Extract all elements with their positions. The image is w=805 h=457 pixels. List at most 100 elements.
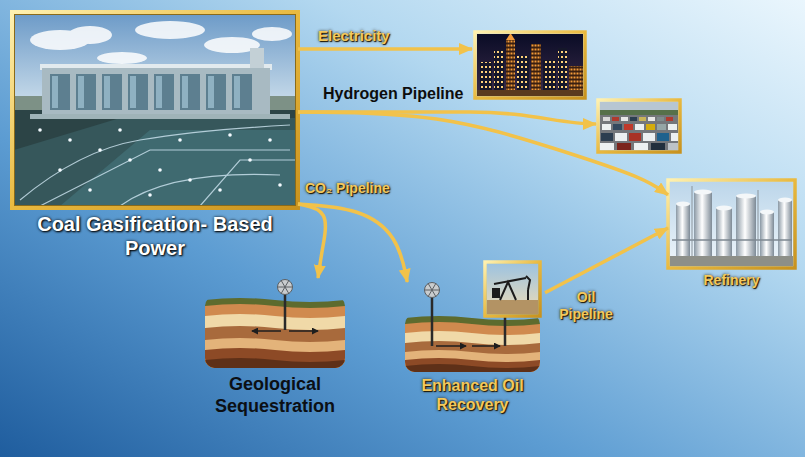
city-picture-part (480, 62, 492, 92)
rock-layers-part (405, 341, 540, 372)
traffic-picture-part (600, 102, 678, 114)
city-picture-part (494, 50, 504, 92)
refinery-picture-part (670, 182, 793, 266)
injection-well-part (425, 283, 440, 298)
traffic-picture-part (635, 124, 644, 130)
traffic-picture-part (621, 117, 628, 121)
rock-layers-part (205, 358, 345, 368)
power-plant-picture-part (250, 48, 264, 68)
traffic-picture-part (624, 124, 633, 130)
node-label: Enhanced Oil Recovery (398, 376, 548, 414)
power-plant-picture-part-part (130, 76, 136, 108)
power-plant-picture-part (38, 128, 282, 197)
injection-well-part-part (252, 330, 281, 332)
power-plant-picture-part-part (206, 74, 226, 110)
rock-layers-part (205, 304, 345, 368)
node-label: Refinery (668, 272, 795, 289)
picture-frame (400, 282, 545, 372)
injection-well-part (425, 284, 440, 297)
rock-layers-part (205, 314, 345, 368)
refinery-picture-part (760, 212, 774, 258)
traffic-picture-part (612, 117, 619, 121)
rock-layers-part (405, 350, 540, 372)
power-plant-picture-part-part (118, 128, 122, 132)
injection-well-part-part (428, 284, 436, 297)
injection-well-part-part (281, 281, 289, 294)
oil-recovery-node: Enhanced Oil Recovery (400, 282, 545, 414)
pumpjack-picture-part-part (526, 276, 530, 290)
power-plant-picture-part (50, 74, 252, 110)
electricity-arrow (298, 47, 472, 51)
power-plant-picture-part (60, 130, 296, 206)
pumpjack-picture-part (487, 300, 538, 314)
rock-layers-part (205, 338, 345, 368)
injection-well-part (278, 280, 293, 295)
power-plant-picture-part-part (228, 133, 232, 137)
power-plant-picture-part-part (148, 193, 152, 197)
injection-well-part-part (281, 281, 289, 294)
power-plant-picture-part-part (68, 26, 112, 44)
pipeline-label: Oil Pipeline (551, 289, 621, 323)
rock-layers-part (205, 298, 345, 368)
power-plant-picture-part-part (234, 76, 240, 108)
pumpjack-picture (487, 264, 538, 314)
power-plant-picture-part-part (76, 74, 96, 110)
power-plant-picture-part-part (50, 74, 70, 110)
injection-well-part (504, 316, 507, 346)
traffic-picture-part (630, 117, 637, 121)
refinery-picture-part (778, 200, 792, 258)
power-plant-picture-part-part (128, 74, 148, 110)
picture-frame (668, 180, 795, 268)
traffic-picture-part (600, 110, 678, 115)
power-plant-picture-part-part (98, 148, 102, 152)
refinery-picture-part (716, 208, 732, 258)
refinery-picture-part (778, 198, 792, 203)
power-plant-picture-part-part (158, 168, 162, 172)
rock-layers (405, 316, 540, 372)
pumpjack-picture-part (492, 288, 500, 298)
pumpjack-picture-part (487, 264, 538, 314)
traffic-picture-part (648, 117, 655, 121)
power-plant-picture-part-part (278, 183, 282, 187)
power-plant-picture-part (14, 110, 296, 206)
power-plant-picture-part-part (52, 76, 58, 108)
city-picture-part (517, 56, 529, 92)
refinery-picture-part (670, 256, 793, 266)
pipeline-label: Hydrogen Pipeline (323, 84, 463, 103)
power-plant-picture-part-part (156, 76, 162, 108)
power-plant-picture-part-part (154, 74, 174, 110)
injection-well-part-part (289, 330, 318, 332)
pipeline-label: CO₂ Pipeline (305, 180, 390, 197)
power-plant-picture-part-part (180, 74, 200, 110)
power-plant-picture-part-part (188, 178, 192, 182)
co2-pipeline-arrow (298, 204, 407, 282)
rock-layers-part (205, 348, 345, 368)
city-picture-part (531, 44, 541, 92)
refinery-picture-part (716, 206, 732, 211)
traffic-picture-part (602, 124, 611, 130)
picture-border (668, 180, 795, 268)
injection-well-part-part (472, 345, 500, 347)
power-plant-picture-part (42, 68, 270, 114)
power-plant-picture-part-part (135, 21, 205, 39)
traffic-picture-part (639, 117, 646, 121)
power-plant-picture-part-part (97, 52, 147, 64)
power-plant-picture-part-part (268, 138, 272, 142)
city-picture-part (506, 40, 515, 92)
traffic-picture-part (657, 117, 664, 121)
traffic-picture-part (643, 133, 655, 141)
traffic-picture-part (613, 124, 622, 130)
power-plant-picture-part (14, 14, 296, 114)
picture-border (12, 12, 298, 208)
refinery-node: Refinery (668, 180, 795, 289)
rock-layers-part (405, 358, 540, 372)
traffic-picture-part (601, 133, 613, 141)
injection-well-part (431, 297, 434, 346)
rock-layers-part (405, 316, 540, 372)
picture-border (475, 32, 585, 98)
refinery-picture-part (760, 210, 774, 215)
refinery-picture-part (694, 192, 712, 258)
refinery-picture-part (758, 190, 759, 258)
power-plant-picture-part-part (68, 138, 72, 142)
